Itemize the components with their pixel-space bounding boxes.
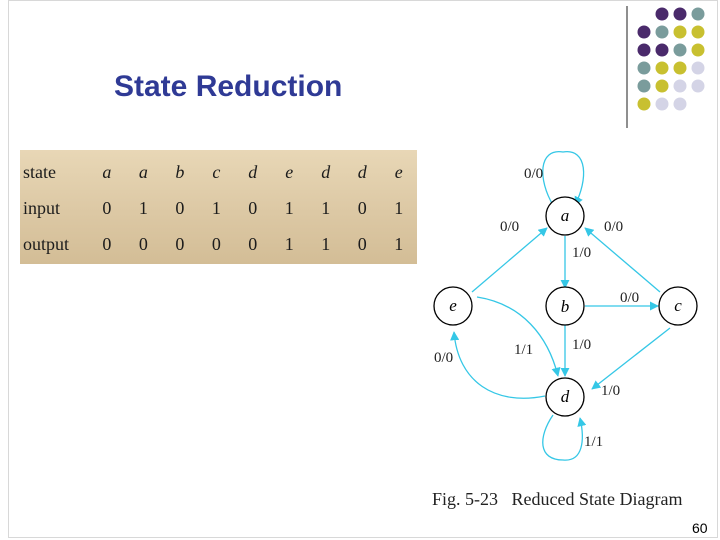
decorative-dot — [691, 61, 705, 75]
diagram-caption: Fig. 5-23 Reduced State Diagram — [432, 489, 683, 509]
transition-c-a-arrow — [584, 227, 661, 293]
table-cell: 1 — [284, 197, 294, 218]
state-a-label: a — [561, 206, 570, 225]
state-sequence-table: state a a b c d e d d e input 0 1 0 1 0 1 1 0 1 output 0 0 0 0 0 1… — [20, 150, 417, 264]
state-c-label: c — [674, 296, 682, 315]
table-cell: e — [394, 161, 403, 182]
state-a-node — [545, 196, 585, 236]
slide-frame — [8, 0, 718, 538]
transition-d-d-arrow — [542, 414, 587, 461]
table-cell: 0 — [175, 233, 185, 254]
table-cell: d — [321, 161, 331, 182]
decorative-vertical-rule — [626, 6, 628, 128]
table-cell: 1 — [394, 197, 404, 218]
transition-b-c-label: 0/0 — [620, 290, 639, 306]
decorative-dot — [655, 43, 669, 57]
decorative-dot — [655, 97, 669, 111]
transition-c-a-label: 0/0 — [604, 219, 623, 235]
table-row-label: output — [23, 233, 70, 254]
decorative-dot — [637, 43, 651, 57]
table-cell: 1 — [321, 233, 331, 254]
state-d-label: d — [561, 387, 570, 406]
table-row-label: input — [23, 197, 61, 218]
decorative-dot — [673, 25, 687, 39]
table-cell: 0 — [175, 197, 185, 218]
table-row-input: input 0 1 0 1 0 1 1 0 1 — [23, 190, 417, 226]
decorative-dot — [637, 61, 651, 75]
transition-b-d-label: 1/0 — [572, 337, 591, 353]
decorative-dot — [673, 43, 687, 57]
decorative-dot — [673, 97, 687, 111]
transition-d-e-label: 0/0 — [434, 350, 453, 366]
decorative-dot — [673, 79, 687, 93]
table-cell: 0 — [102, 197, 112, 218]
transition-d-e-arrow — [450, 331, 546, 399]
table-cell: b — [175, 161, 185, 182]
table-cell: 1 — [284, 233, 294, 254]
decorative-dot — [691, 79, 705, 93]
table-cell: c — [212, 161, 221, 182]
state-d-node — [545, 377, 585, 417]
table-cell: 0 — [102, 233, 112, 254]
table-cell: 1 — [321, 197, 331, 218]
decorative-dot — [691, 7, 705, 21]
decorative-dot — [637, 97, 651, 111]
transition-a-a-arrow — [542, 151, 585, 206]
table-cell: 0 — [357, 197, 367, 218]
table-cell: e — [285, 161, 294, 182]
table-cell: d — [357, 161, 367, 182]
decorative-dot — [655, 25, 669, 39]
state-b-label: b — [561, 297, 570, 316]
transition-c-d-label: 1/0 — [601, 383, 620, 399]
decorative-dot — [673, 7, 687, 21]
state-e-node — [433, 286, 473, 326]
state-e-label: e — [449, 296, 457, 315]
transition-a-b-label: 1/0 — [572, 245, 591, 261]
transition-c-d-arrow — [591, 327, 671, 390]
table-cell: d — [248, 161, 258, 182]
table-cell: 0 — [248, 197, 258, 218]
decorative-dot-grid — [637, 7, 705, 111]
decorative-dot — [691, 25, 705, 39]
reduced-state-diagram: a b c d e 0/0 0/0 0/0 1/0 0/0 1/0 1/0 0/… — [433, 151, 698, 461]
table-cell: 0 — [357, 233, 367, 254]
table-row-label: state — [23, 161, 56, 182]
transition-d-d-label: 1/1 — [584, 434, 603, 450]
table-cell: a — [138, 161, 148, 182]
decorative-dot — [637, 25, 651, 39]
state-c-node — [658, 286, 698, 326]
table-cell: 1 — [394, 233, 404, 254]
table-cell: 1 — [138, 197, 148, 218]
table-cell: 0 — [248, 233, 258, 254]
transition-e-a-arrow — [471, 227, 548, 293]
transition-e-d-arrow — [476, 296, 561, 377]
state-b-node — [545, 286, 585, 326]
decorative-dot — [655, 61, 669, 75]
decorative-dot — [673, 61, 687, 75]
decorative-dot — [655, 7, 669, 21]
table-cell: 0 — [211, 233, 221, 254]
table-cell: 1 — [211, 197, 221, 218]
table-cell: 0 — [138, 233, 148, 254]
decorative-dot — [637, 79, 651, 93]
page-number: 60 — [692, 520, 708, 536]
decorative-dot — [691, 43, 705, 57]
table-row-output: output 0 0 0 0 0 1 1 0 1 — [23, 226, 417, 262]
transition-e-d-label: 1/1 — [514, 342, 533, 358]
slide-title: State Reduction — [114, 70, 343, 103]
transition-e-a-label: 0/0 — [500, 219, 519, 235]
transition-a-a-label: 0/0 — [524, 166, 543, 182]
table-cell: a — [102, 161, 112, 182]
decorative-dot — [655, 79, 669, 93]
table-row-state: state a a b c d e d d e — [23, 154, 417, 190]
